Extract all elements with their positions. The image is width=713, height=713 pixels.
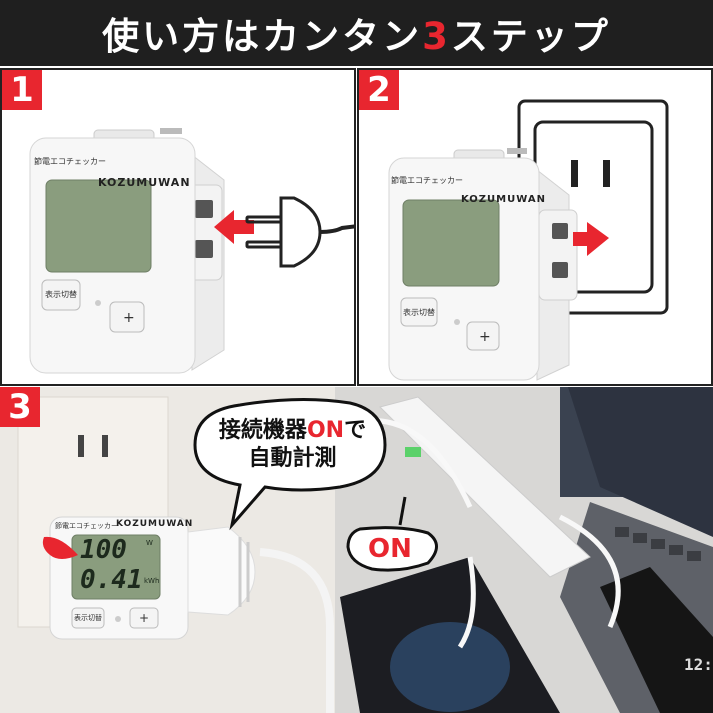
- header-banner: 使い方はカンタン3ステップ: [0, 0, 713, 66]
- lcd-screen-2: [402, 199, 500, 287]
- step-2-illustration: [388, 99, 669, 381]
- plus-button-label-2: +: [479, 329, 491, 345]
- lcd-screen-1: [45, 179, 152, 273]
- device-brand-1: KOZUMUWAN: [98, 176, 191, 189]
- step-1-illustration: [29, 128, 354, 374]
- callout-suffix: で: [344, 418, 367, 443]
- auto-measure-callout: 接続機器ONで自動計測: [210, 417, 375, 473]
- title-prefix: 使い方はカンタン: [102, 15, 423, 58]
- device-brand-2: KOZUMUWAN: [461, 194, 546, 205]
- title-suffix: ステップ: [450, 15, 611, 58]
- lcd-energy-unit: kWh: [144, 577, 160, 585]
- page-title: 使い方はカンタン3ステップ: [102, 6, 611, 60]
- device-label-2: 節電エコチェッカー: [391, 176, 463, 185]
- device-brand-3: KOZUMUWAN: [116, 519, 194, 529]
- lcd-power-unit: W: [146, 539, 153, 547]
- phone-clock: 12:1: [684, 655, 713, 674]
- plus-button-label-1: +: [123, 310, 135, 326]
- plus-button-label-3: +: [139, 611, 150, 625]
- step-1-panel: 1 節電エコチェッカー KOZUMUWAN: [0, 68, 356, 386]
- callout-on: ON: [306, 418, 345, 443]
- step-1-number: 1: [2, 70, 42, 110]
- step-3-photo: [0, 387, 713, 713]
- device-label-3: 節電エコチェッカー: [55, 522, 118, 530]
- step-3-number: 3: [0, 387, 40, 427]
- step-3-panel: 3 接続機器ONで自動計測 ON 節電エコチェッカー KOZUMUWAN 100…: [0, 387, 713, 713]
- lcd-power-value: 100: [80, 535, 127, 565]
- on-label: ON: [368, 534, 412, 564]
- lcd-energy-value: 0.41: [80, 565, 143, 595]
- title-number: 3: [422, 15, 451, 58]
- display-toggle-label-3: 表示切替: [74, 614, 102, 622]
- lcd-screen-3: [71, 534, 161, 600]
- step-2-number: 2: [359, 70, 399, 110]
- display-toggle-label-1: 表示切替: [45, 290, 77, 299]
- callout-prefix: 接続機器: [218, 418, 307, 443]
- step-2-panel: 2 節電エコチェッカー KOZUMUWAN 表示切替: [357, 68, 713, 386]
- callout-line2: 自動計測: [248, 446, 337, 471]
- device-label-1: 節電エコチェッカー: [34, 157, 106, 166]
- display-toggle-label-2: 表示切替: [403, 308, 435, 317]
